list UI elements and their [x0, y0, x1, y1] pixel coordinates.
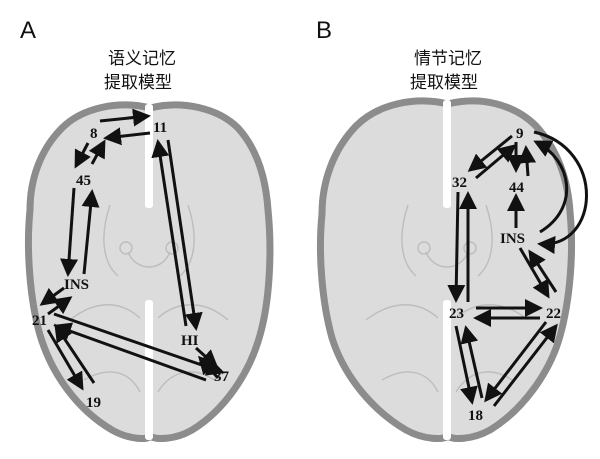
edge-45-to-8: [88, 139, 106, 165]
edge-45-to-ins: [60, 187, 79, 277]
panel-b-title-line2: 提取模型: [410, 73, 478, 93]
node-b-32: 32: [452, 175, 467, 191]
edge-9-to-ins-curve: [533, 130, 588, 254]
edge-21-to-37: [53, 312, 225, 376]
edge-8-to-45: [74, 142, 91, 169]
edge-44-to-9: [518, 145, 537, 177]
edge-8-to-11: [99, 108, 151, 127]
edge-11-to-hi: [166, 139, 203, 331]
edge-ins-to-22: [518, 247, 550, 299]
edge-23-to-18: [454, 325, 478, 405]
node-a-19: 19: [86, 395, 101, 411]
edges-a: [39, 108, 225, 391]
edge-hi-to-11: [151, 139, 188, 327]
node-b-9: 9: [516, 126, 524, 142]
edge-21-to-ins: [47, 296, 73, 316]
edge-22-to-18: [484, 321, 548, 403]
panel-b: B 情节记忆 提取模型: [316, 17, 588, 442]
edge-ins-to-21: [39, 286, 65, 306]
edge-ins-to-9-curve: [533, 140, 568, 234]
panel-a-letter: A: [20, 17, 36, 44]
panel-b-title-line1: 情节记忆: [414, 49, 482, 69]
node-b-44: 44: [509, 180, 525, 196]
node-a-45: 45: [76, 173, 91, 189]
brain-slice-a: [24, 101, 274, 442]
edge-37-to-21: [53, 322, 207, 382]
panel-b-letter: B: [316, 17, 332, 44]
edge-32-to-9: [475, 144, 517, 180]
node-b-18: 18: [468, 408, 483, 424]
node-a-21: 21: [32, 313, 47, 329]
edge-18-to-22: [492, 323, 558, 407]
edge-ins-to-45: [81, 189, 100, 275]
edges-b: [447, 130, 588, 407]
edge-21-to-19: [46, 329, 84, 391]
edge-11-to-8: [103, 127, 151, 146]
panel-a-title-line2: 提取模型: [104, 73, 172, 93]
node-a-37: 37: [214, 369, 230, 385]
nodes-a: 8 11 45 INS 21 19 HI 37: [32, 120, 230, 411]
edge-32-to-23: [447, 191, 466, 303]
panel-a-title-line1: 语义记忆: [108, 49, 176, 69]
edge-22-to-ins: [528, 249, 558, 293]
edge-37-to-hi: [197, 355, 220, 380]
node-a-8: 8: [90, 126, 98, 142]
node-a-11: 11: [153, 120, 167, 136]
node-b-23: 23: [449, 306, 464, 322]
edge-9-to-32: [467, 134, 513, 172]
node-b-ins: INS: [500, 231, 525, 247]
nodes-b: 9 32 44 INS 23 22 18: [449, 126, 561, 424]
node-a-hi: HI: [181, 333, 199, 349]
panel-a: A 语义记忆 提取模型: [20, 17, 274, 442]
node-a-ins: INS: [64, 277, 89, 293]
node-b-22: 22: [546, 306, 561, 322]
edge-18-to-23: [460, 325, 484, 399]
